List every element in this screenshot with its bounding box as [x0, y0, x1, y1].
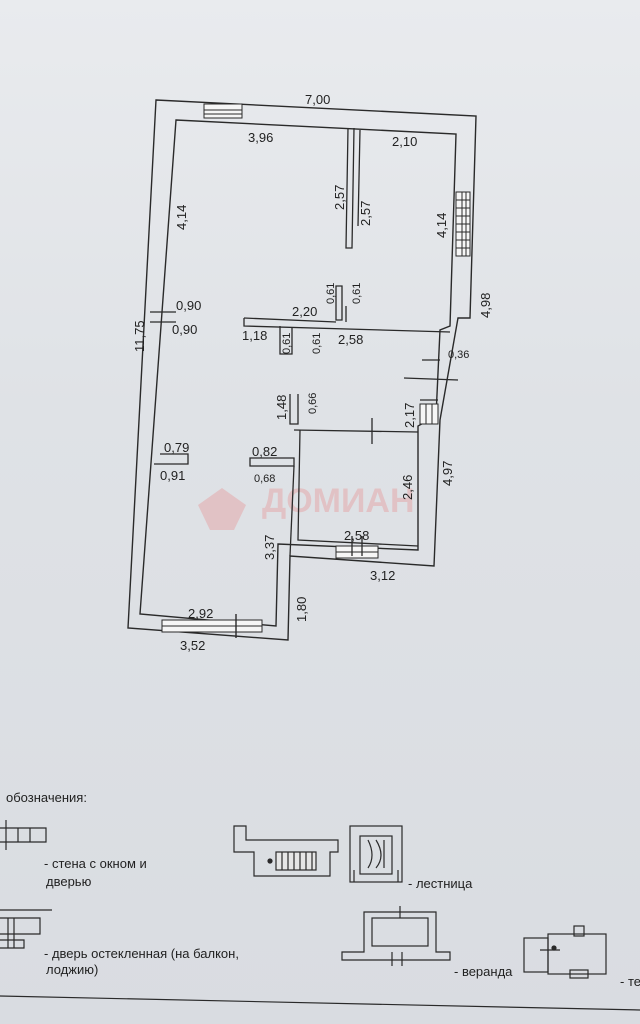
- stair-steps: [419, 403, 439, 425]
- dim-left-wall-piece: 1,18: [242, 328, 267, 343]
- dim-door-d: 0,61: [311, 333, 323, 354]
- legend-glass-door-text-1: - дверь остекленная (на балкон,: [44, 946, 239, 961]
- dim-opening-c2: 0,68: [254, 473, 275, 485]
- dim-top-width: 7,00: [305, 92, 330, 107]
- legend-wall-window-text-2: дверью: [46, 874, 92, 889]
- legend-wall-window-text-1: - стена с окном и: [44, 856, 147, 871]
- dim-bottom-right: 3,12: [370, 568, 395, 583]
- dim-room-d-width: 2,92: [188, 606, 213, 621]
- legend-wall-window-icon: [0, 820, 47, 850]
- windows: [161, 103, 471, 638]
- legend-glass-door-icon: [0, 909, 52, 949]
- dim-step-right: 0,36: [448, 349, 469, 361]
- bottom-frame-line: [0, 995, 640, 1011]
- dim-stair-piece: 1,48: [274, 395, 289, 420]
- window-top-left: [203, 103, 243, 119]
- dim-hall-width: 2,58: [338, 332, 363, 347]
- watermark-logo-icon: [198, 488, 246, 530]
- dim-opening-c1: 0,82: [252, 444, 277, 459]
- dim-right-upper: 4,98: [478, 293, 493, 318]
- dimension-labels: 7,00 3,96 2,10 4,14 2,57 2,57 4,14 11,75…: [132, 92, 493, 653]
- dim-bottom-left: 3,52: [180, 638, 205, 653]
- dim-room-d-height: 3,37: [262, 535, 277, 560]
- watermark-text: ДОМИАН: [262, 482, 415, 520]
- dim-door-a: 0,61: [325, 283, 337, 304]
- dim-room-a-height: 4,14: [174, 205, 189, 230]
- door-markers: [351, 418, 373, 556]
- dim-left-height: 11,75: [132, 320, 147, 352]
- dim-hall-right: 2,17: [402, 403, 417, 428]
- legend-glass-door-text-2: лоджию): [46, 962, 98, 977]
- legend-terrace-icon: [523, 925, 607, 979]
- dim-door-e: 0,66: [307, 393, 319, 414]
- legend-veranda-text: - веранда: [454, 964, 513, 979]
- dim-room-b-height: 4,14: [434, 213, 449, 238]
- dim-opening-l1: 0,79: [164, 440, 189, 455]
- dim-opening-left-upper: 0,90: [176, 298, 201, 313]
- dim-room-c-height: 2,46: [400, 475, 415, 500]
- legend: обозначения: - стена с окном и дверью - …: [0, 790, 640, 989]
- legend-title: обозначения:: [6, 790, 87, 805]
- dim-room-a-width: 3,96: [248, 130, 273, 145]
- dim-room-c-width: 2,58: [344, 528, 369, 543]
- watermark: ДОМИАН: [198, 482, 415, 530]
- dim-door-c: 0,61: [281, 333, 293, 354]
- dim-corridor-width: 2,20: [292, 304, 317, 319]
- dim-room-b-width: 2,10: [392, 134, 417, 149]
- outer-walls: [127, 99, 477, 641]
- legend-veranda-icon: [341, 906, 451, 966]
- legend-stairs-icon: [233, 825, 403, 883]
- dim-door-b: 0,61: [351, 283, 363, 304]
- dim-right-lower: 4,97: [440, 461, 455, 486]
- dim-opening-l2: 0,91: [160, 468, 185, 483]
- legend-stairs-text: - лестница: [408, 876, 473, 891]
- dim-bottom-step: 1,80: [294, 597, 309, 622]
- legend-terrace-text: - те: [620, 974, 640, 989]
- dim-partition-right: 2,57: [358, 201, 373, 226]
- interior-walls: [150, 127, 459, 557]
- dim-opening-left-lower: 0,90: [172, 322, 197, 337]
- dim-partition-left: 2,57: [332, 185, 347, 210]
